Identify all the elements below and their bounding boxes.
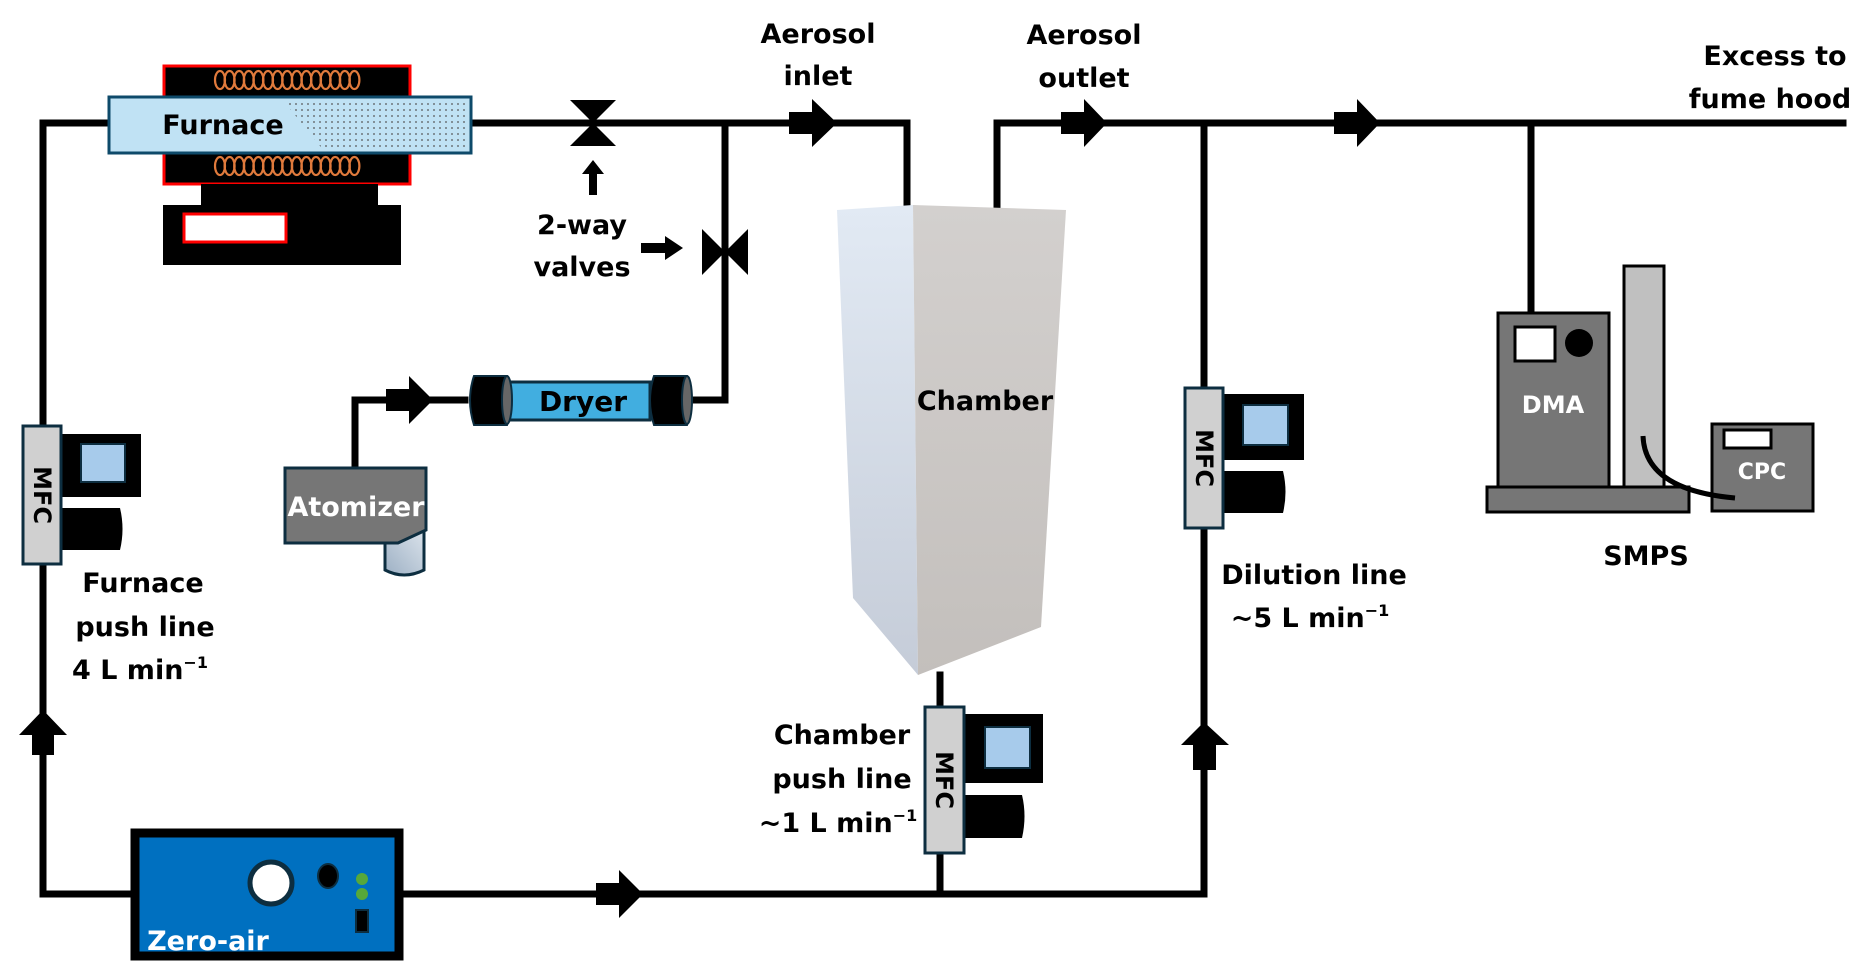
aerosol-outlet-pipe	[993, 119, 1847, 209]
chamber-left-face	[837, 205, 918, 675]
furnace-label: Furnace	[162, 110, 283, 141]
dma-screen	[1513, 325, 1557, 363]
furnace-tube-hot-zone	[282, 99, 469, 151]
dilution-pipe	[399, 119, 1208, 898]
mfc-label: MFC	[930, 751, 958, 809]
coil-loop	[348, 69, 361, 91]
dryer-cap-right-face	[681, 375, 693, 425]
smps-label: SMPS	[1603, 541, 1689, 572]
mfc-chamber-push: MFC	[923, 705, 1043, 855]
mfc-screen	[1242, 404, 1289, 446]
heating-coil-top	[213, 69, 361, 91]
dryer-label: Dryer	[539, 385, 627, 418]
valve-pointer-up-icon	[582, 160, 604, 195]
atomizer-body	[283, 466, 428, 545]
chamber-push-rate: ~1 L min−1	[759, 806, 918, 839]
dma-knob	[1565, 329, 1593, 357]
excess-arrow-icon	[1334, 99, 1380, 147]
furnace-push-label-1: Furnace	[82, 568, 203, 599]
two-way-valve-2[interactable]	[702, 229, 748, 275]
valve-pointer-right-icon	[641, 236, 683, 260]
coil-loop	[348, 155, 361, 177]
zero-air-generator: Zero-air	[130, 828, 404, 961]
atomizer-arrow-icon	[386, 376, 433, 424]
chamber: Chamber	[837, 205, 1066, 675]
excess-label-1: Excess to	[1703, 41, 1846, 72]
aerosol-outlet-label-2: outlet	[1038, 63, 1129, 94]
dryer-branch-pipe	[688, 119, 729, 404]
dma-label: DMA	[1522, 391, 1585, 419]
status-led-1	[356, 873, 368, 885]
mfc-screen	[984, 726, 1031, 769]
dilution-up-arrow-icon	[1181, 722, 1229, 770]
valves-label-1: 2-way	[537, 210, 627, 241]
cpc-screen	[1722, 428, 1773, 450]
zero-air-switch	[355, 909, 369, 933]
valves-label-2: valves	[533, 252, 630, 283]
zero-air-body	[130, 828, 404, 961]
mfc-body	[21, 424, 63, 566]
chamber-push-label-2: push line	[772, 764, 911, 795]
status-led-2	[356, 888, 368, 900]
flow-arrows	[19, 99, 1380, 918]
aerosol-outlet-label-1: Aerosol	[1027, 20, 1142, 51]
smps: DMA CPC SMPS	[1485, 264, 1815, 572]
mfc-furnace-push: MFC	[21, 424, 141, 566]
furnace-controller-display	[182, 212, 288, 244]
zero-air-arrow-icon	[596, 870, 643, 918]
dilution-rate: ~5 L min−1	[1231, 601, 1390, 634]
furnace-stand-neck	[201, 184, 378, 206]
mfc-cylinder	[1223, 471, 1286, 513]
atomizer: Atomizer	[283, 466, 428, 577]
aerosol-inlet-pipe	[468, 119, 911, 209]
excess-label-2: fume hood	[1689, 84, 1851, 115]
two-way-valve-1[interactable]	[570, 100, 616, 146]
zero-air-knob	[317, 863, 339, 889]
smps-base	[1485, 485, 1691, 514]
outlet-arrow-icon	[1061, 99, 1107, 147]
pipe-network	[39, 119, 1847, 898]
dilution-label: Dilution line	[1221, 560, 1407, 591]
mfc-label: MFC	[28, 466, 56, 524]
furnace-push-up-arrow-icon	[19, 710, 67, 755]
dryer-cap-left-face	[501, 375, 513, 425]
valve-icon	[570, 100, 616, 146]
cpc-sample-tube	[1640, 435, 1736, 501]
atomizer-label: Atomizer	[287, 492, 425, 523]
chamber-label: Chamber	[917, 386, 1054, 417]
mfc-screen	[80, 443, 126, 483]
mfc-body	[1183, 386, 1225, 530]
mfc-cylinder	[964, 795, 1025, 838]
zero-air-label: Zero-air	[147, 926, 269, 957]
heating-coil-bottom	[213, 155, 361, 177]
inlet-arrow-icon	[789, 99, 837, 147]
aerosol-inlet-label-2: inlet	[784, 61, 853, 92]
mfc-label: MFC	[1190, 429, 1218, 487]
mfc-body	[923, 705, 966, 855]
valve-icon	[702, 229, 748, 275]
chamber-right-face	[913, 205, 1066, 675]
chamber-push-label-1: Chamber	[774, 720, 911, 751]
dryer: Dryer	[469, 375, 693, 426]
furnace-push-rate: 4 L min−1	[72, 653, 208, 686]
zero-air-gauge	[247, 859, 295, 907]
aerosol-inlet-label-1: Aerosol	[761, 19, 876, 50]
furnace: Furnace	[107, 64, 473, 265]
cpc-label: CPC	[1738, 460, 1786, 485]
mfc-dilution: MFC	[1183, 386, 1304, 530]
furnace-push-label-2: push line	[75, 612, 214, 643]
mfc-cylinder	[62, 508, 123, 550]
